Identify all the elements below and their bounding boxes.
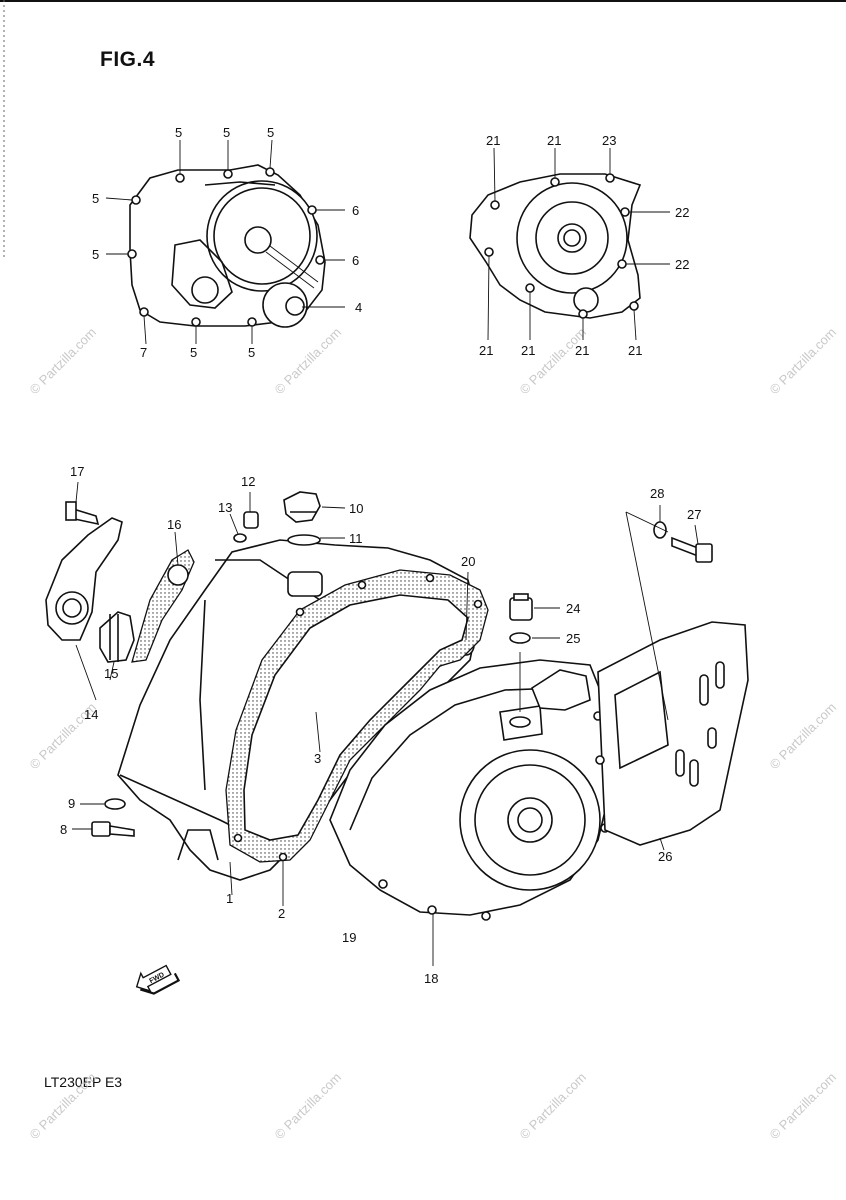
callout-17: 17	[70, 464, 84, 479]
callout-21: 21	[547, 133, 561, 148]
cover-plate-drawing	[595, 521, 749, 846]
clutch-cover-leaders	[105, 139, 345, 345]
bracket-assembly-drawing	[45, 501, 195, 663]
callout-4: 4	[355, 300, 362, 315]
callout-11: 11	[349, 531, 363, 546]
callout-5: 5	[92, 191, 99, 206]
callout-9: 9	[68, 796, 75, 811]
filler-cap-leaders	[229, 492, 346, 539]
figure-title: FIG.4	[100, 48, 156, 71]
callout-13: 13	[218, 500, 232, 515]
crankcase-cover-drawing	[329, 659, 613, 921]
callout-28: 28	[650, 486, 664, 501]
callout-24: 24	[566, 601, 580, 616]
callout-5: 5	[175, 125, 182, 140]
watermark-text: © Partzilla.com	[767, 1070, 840, 1143]
callout-8: 8	[60, 822, 67, 837]
watermark-text: © Partzilla.com	[767, 700, 840, 773]
callout-5: 5	[248, 345, 255, 360]
cover-plate-leaders	[229, 505, 699, 906]
callout-5: 5	[92, 247, 99, 262]
bracket-leaders	[75, 481, 179, 701]
callout-21: 21	[628, 343, 642, 358]
callout-22: 22	[675, 205, 689, 220]
model-code: LT230EP E3	[44, 1074, 123, 1090]
callout-6: 6	[352, 253, 359, 268]
callout-12: 12	[241, 474, 255, 489]
callout-23: 23	[602, 133, 616, 148]
callout-7: 7	[140, 345, 147, 360]
watermark-text: © Partzilla.com	[517, 325, 590, 398]
callout-6: 6	[352, 203, 359, 218]
oil-plug-leaders	[532, 607, 560, 639]
magneto-cover-leaders	[487, 147, 670, 341]
fwd-arrow-icon: FWD	[135, 964, 181, 995]
watermark-text: © Partzilla.com	[27, 325, 100, 398]
callout-1: 1	[226, 891, 233, 906]
drain-bolt-leaders	[72, 803, 104, 830]
callout-21: 21	[521, 343, 535, 358]
callout-26: 26	[658, 849, 672, 864]
oil-plug-drawing	[509, 593, 533, 644]
callout-16: 16	[167, 517, 181, 532]
callout-21: 21	[575, 343, 589, 358]
callout-15: 15	[104, 666, 118, 681]
watermark-text: © Partzilla.com	[272, 325, 345, 398]
drain-bolt-drawing	[91, 798, 135, 837]
clutch-cover-drawing	[127, 164, 326, 328]
callout-20: 20	[461, 554, 475, 569]
callout-19: 19	[342, 930, 356, 945]
callout-5: 5	[190, 345, 197, 360]
crankcase-cover-leaders	[315, 571, 521, 966]
callout-25: 25	[566, 631, 580, 646]
watermark-text: © Partzilla.com	[517, 1070, 590, 1143]
watermark-text: © Partzilla.com	[767, 325, 840, 398]
callout-18: 18	[424, 971, 438, 986]
watermark-text: © Partzilla.com	[27, 1070, 100, 1143]
watermark-text: © Partzilla.com	[272, 1070, 345, 1143]
gasket-drawing	[225, 569, 489, 863]
callout-10: 10	[349, 501, 363, 516]
callout-22: 22	[675, 257, 689, 272]
callout-5: 5	[267, 125, 274, 140]
filler-cap-assembly-drawing	[233, 491, 321, 546]
magneto-cover-drawing	[469, 173, 642, 319]
callout-21: 21	[486, 133, 500, 148]
callout-14: 14	[84, 707, 98, 722]
callout-2: 2	[278, 906, 285, 921]
callout-21: 21	[479, 343, 493, 358]
callout-3: 3	[314, 751, 321, 766]
callout-5: 5	[223, 125, 230, 140]
callout-labels: 5 5 5 5 6 5 6 4 7 5 5 21 21 23 22 22 21 …	[60, 125, 701, 986]
callout-27: 27	[687, 507, 701, 522]
